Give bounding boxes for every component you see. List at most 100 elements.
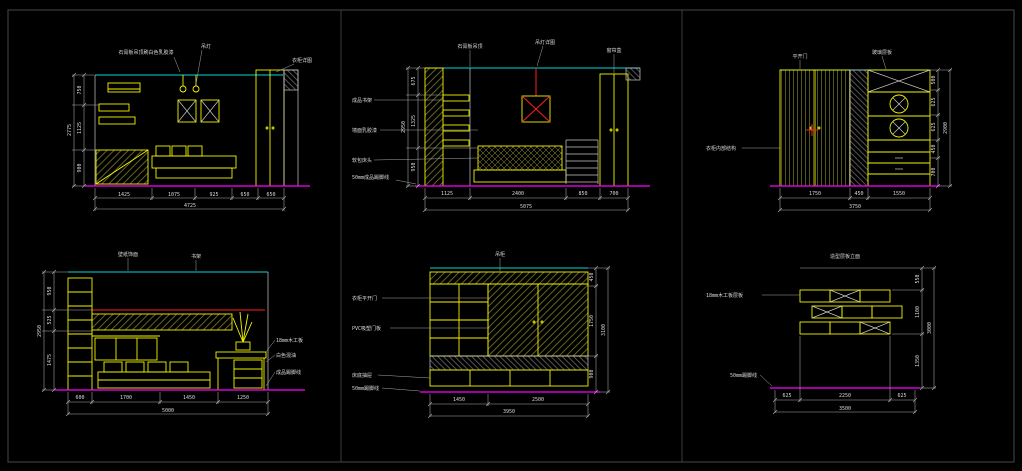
wardrobe bbox=[599, 67, 641, 187]
note-label: 衣柜内部结构 bbox=[706, 145, 736, 152]
dim-label: 625 bbox=[931, 97, 937, 106]
storage-hatch bbox=[95, 149, 149, 185]
desk-cabinet bbox=[92, 335, 160, 361]
dim-total-label: 3750 bbox=[849, 204, 861, 210]
note-label: 白色混油 bbox=[276, 352, 296, 359]
note-label: 墙面乳胶漆 bbox=[352, 127, 377, 134]
panel-1-bed-elevation: 1425 1075 925 650 650 4725 750 1125 900 … bbox=[67, 43, 312, 212]
note-label: 床底抽屉 bbox=[352, 372, 372, 379]
dim-label: 900 bbox=[77, 163, 83, 172]
note-label: 窗帘盒 bbox=[606, 47, 621, 54]
dim-total-label: 3950 bbox=[503, 409, 515, 415]
dim-label: 650 bbox=[266, 192, 275, 198]
note-label: 石膏板吊顶刷白色乳胶漆 bbox=[118, 49, 173, 56]
annotations: 18mm木工板层板 50mm踢脚线 bbox=[706, 292, 800, 387]
note-label: 18mm木工板层板 bbox=[706, 292, 743, 299]
dim-total-label: 3000 bbox=[927, 322, 933, 334]
wall-slats bbox=[565, 139, 599, 184]
dim-chain-left: 950 525 1475 2950 bbox=[37, 269, 92, 393]
dim-label: 1700 bbox=[120, 395, 132, 401]
wardrobe-doors bbox=[779, 69, 851, 187]
wall-shelves bbox=[98, 103, 136, 125]
dim-total-label: 2950 bbox=[37, 325, 43, 337]
dim-label: 1475 bbox=[47, 354, 53, 366]
note-label: 50mm踢脚线 bbox=[352, 385, 379, 392]
note-label: 书架 bbox=[191, 253, 201, 260]
dim-label: 625 bbox=[782, 393, 791, 399]
panel-3-wardrobe-elevation: 1750 450 1550 3750 500 625 625 450 700 2… bbox=[706, 49, 953, 213]
dim-total-label: 2950 bbox=[401, 121, 407, 133]
wall-art bbox=[177, 99, 220, 123]
top-cabinet bbox=[429, 271, 589, 285]
dim-label: 925 bbox=[209, 192, 218, 198]
dim-label: 675 bbox=[411, 76, 417, 85]
dim-label: 2500 bbox=[532, 397, 544, 403]
dim-total-label: 5000 bbox=[162, 408, 174, 414]
dim-label: 1450 bbox=[453, 397, 465, 403]
dim-total-label: 5075 bbox=[520, 204, 532, 210]
dim-label: 700 bbox=[931, 167, 937, 176]
bed-base bbox=[429, 355, 589, 387]
dim-label: 1075 bbox=[168, 192, 180, 198]
sofa-bed bbox=[97, 361, 211, 389]
left-bookcase bbox=[424, 67, 471, 187]
ac-unit bbox=[107, 82, 141, 93]
note-label: 成品踢脚线 bbox=[276, 369, 301, 376]
dim-label: 1250 bbox=[237, 395, 249, 401]
dim-label: 850 bbox=[578, 191, 587, 197]
dim-label: 450 bbox=[931, 144, 937, 153]
wardrobe-doors bbox=[487, 283, 589, 357]
side-column bbox=[283, 69, 299, 187]
dim-chain-bottom: 600 1700 1450 1250 5000 bbox=[65, 392, 271, 417]
bed bbox=[151, 145, 237, 179]
wardrobe bbox=[255, 69, 285, 187]
dim-label: 950 bbox=[411, 162, 417, 171]
loft-deck bbox=[91, 313, 233, 331]
sheet-border bbox=[7, 9, 1015, 463]
dim-label: 625 bbox=[897, 393, 906, 399]
dim-label: 1450 bbox=[183, 395, 195, 401]
annotations: 石膏板吊顶刷白色乳胶漆 吊灯 衣柜详图 bbox=[118, 43, 312, 85]
dim-label: 900 bbox=[589, 369, 595, 378]
note-label: 平开门 bbox=[792, 53, 807, 60]
annotations: 衣柜平开门 PVC吸塑门板 床底抽屉 吊柜 50mm踢脚线 bbox=[352, 251, 505, 392]
note-label: 50mm成品踢脚线 bbox=[352, 174, 389, 181]
dim-label: 600 bbox=[75, 395, 84, 401]
annotations: 壁纸饰面 书架 18mm木工板 白色混油 成品踢脚线 bbox=[118, 251, 303, 387]
plant bbox=[232, 311, 253, 351]
panel-4-loft-elevation: 600 1700 1450 1250 5000 950 525 1475 295… bbox=[37, 251, 305, 417]
desk-right bbox=[215, 351, 267, 390]
note-label: 衣柜平开门 bbox=[352, 295, 377, 302]
note-label: PVC吸塑门板 bbox=[352, 325, 381, 332]
pendant-lights bbox=[179, 75, 200, 93]
note-label: 18mm木工板 bbox=[276, 337, 303, 344]
dim-total-label: 3100 bbox=[601, 324, 607, 336]
note-label: 吊灯 bbox=[201, 43, 211, 50]
dim-chain-right: 450 1750 900 3100 bbox=[588, 265, 611, 395]
annotations: 平开门 玻璃层板 衣柜内部结构 bbox=[706, 49, 892, 152]
dim-label: 1425 bbox=[118, 192, 130, 198]
dim-total-label: 2775 bbox=[67, 124, 73, 136]
dim-label: 950 bbox=[47, 286, 53, 295]
dim-label: 1550 bbox=[893, 191, 905, 197]
open-shelving bbox=[867, 69, 931, 187]
dim-total-label: 4725 bbox=[184, 203, 196, 209]
dim-label: 500 bbox=[931, 75, 937, 84]
dim-chain-bottom: 1125 2400 850 700 5075 bbox=[422, 188, 631, 213]
dim-chain-left: 675 1325 950 2950 bbox=[401, 65, 478, 189]
note-label: 软包床头 bbox=[352, 157, 372, 164]
dim-label: 1125 bbox=[441, 191, 453, 197]
dim-label: 2400 bbox=[512, 191, 524, 197]
pendant-light-red bbox=[521, 68, 551, 123]
dim-label: 450 bbox=[589, 272, 595, 281]
dim-label: 650 bbox=[240, 192, 249, 198]
note-label: 石膏板吊顶 bbox=[457, 43, 482, 50]
note-label: 玻璃层板 bbox=[872, 49, 892, 56]
dim-label: 1750 bbox=[589, 315, 595, 327]
dim-label: 700 bbox=[609, 191, 618, 197]
dim-label: 750 bbox=[77, 85, 83, 94]
dim-label: 1100 bbox=[915, 306, 921, 318]
dim-chain-bottom: 1425 1075 925 650 650 4725 bbox=[92, 188, 287, 212]
